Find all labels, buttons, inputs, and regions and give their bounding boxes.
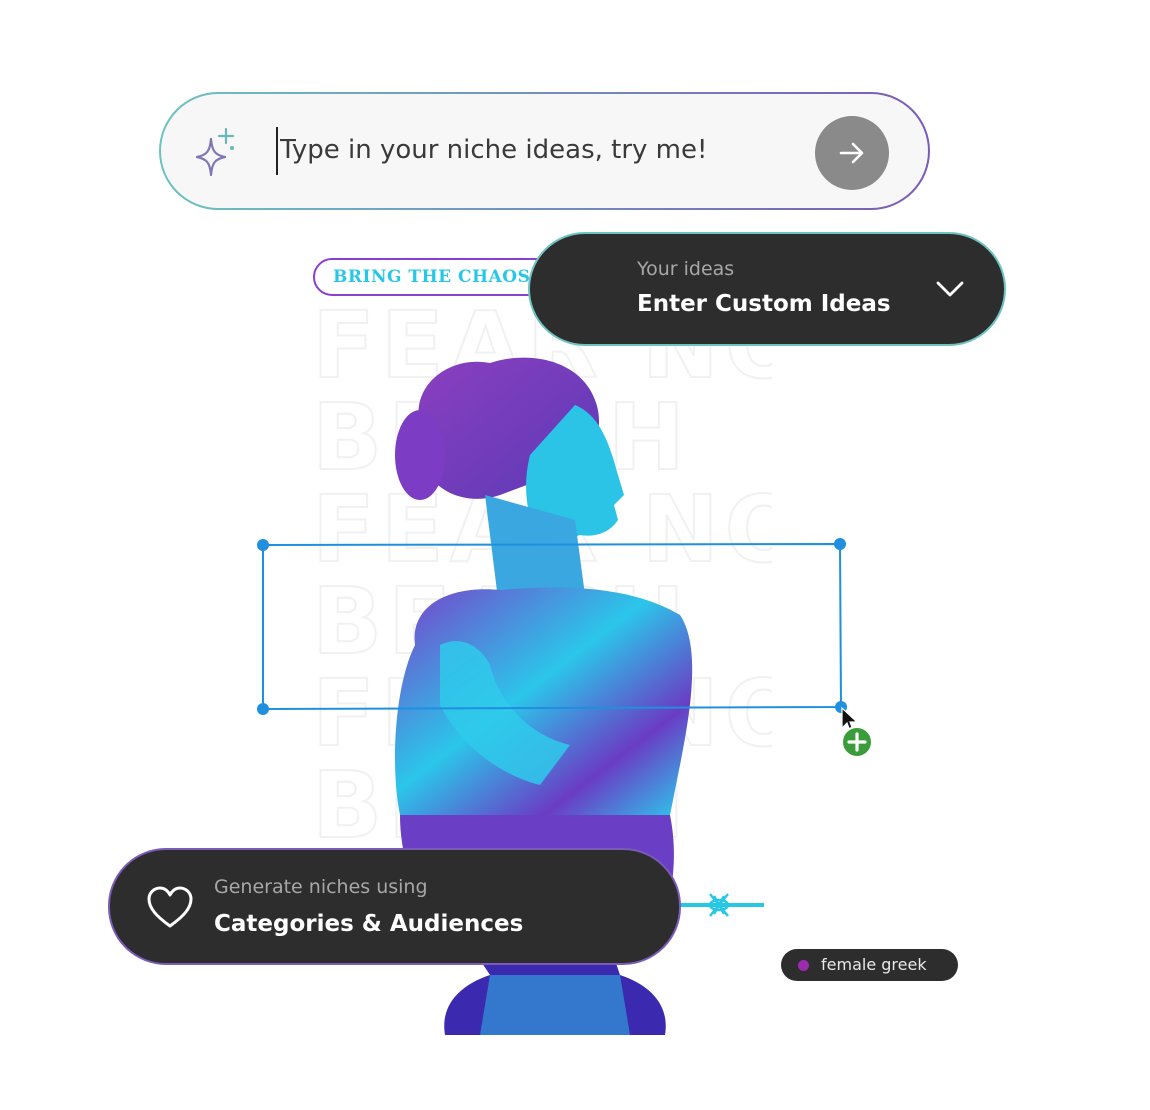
niche-search-bar <box>159 92 930 210</box>
custom-ideas-dropdown[interactable]: Your ideas Enter Custom Ideas <box>528 232 1006 346</box>
resize-handle <box>257 539 269 551</box>
dropdown-selected-value: Enter Custom Ideas <box>637 291 891 317</box>
status-dot <box>798 960 809 971</box>
resize-handle <box>834 538 846 550</box>
submit-button[interactable] <box>815 116 889 190</box>
chevron-down-icon <box>936 281 964 297</box>
generate-niches-card[interactable]: Generate niches using Categories & Audie… <box>108 848 681 965</box>
sparkle-icon <box>195 127 235 177</box>
card-caption: Generate niches using <box>214 876 428 898</box>
chip-label: female greek <box>821 955 927 974</box>
dropdown-caption: Your ideas <box>637 258 735 280</box>
resize-handle <box>257 703 269 715</box>
female-greek-chip[interactable]: female greek <box>781 949 958 981</box>
arrow-right-icon <box>839 142 864 164</box>
card-title: Categories & Audiences <box>214 911 524 937</box>
barbed-wire-graphic <box>680 893 764 917</box>
selection-box[interactable] <box>255 537 850 717</box>
niche-ideas-input[interactable] <box>280 128 800 172</box>
heart-icon <box>147 886 193 928</box>
add-cursor-icon <box>841 706 873 758</box>
text-caret <box>276 127 278 175</box>
